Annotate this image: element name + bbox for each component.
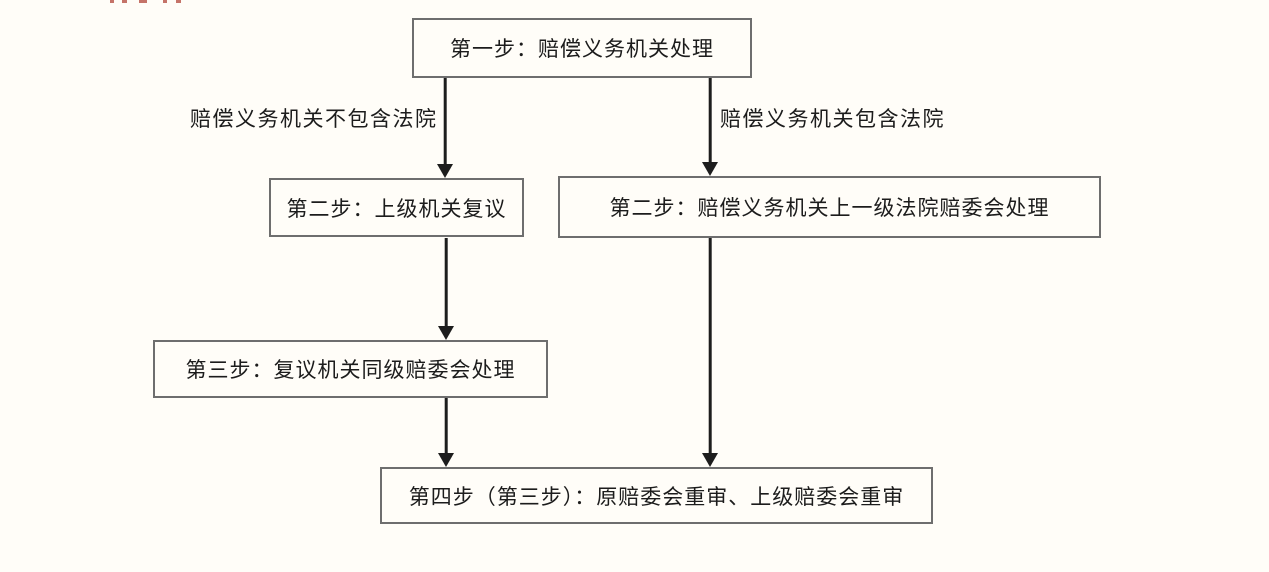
arrow-step3-to-step4 xyxy=(438,398,454,467)
arrow-head-down-icon xyxy=(437,164,453,178)
arrow-step1-to-step2-left xyxy=(437,78,453,178)
clipped-red-text-artifact xyxy=(176,0,181,3)
flow-node-step4-retrial: 第四步（第三步）：原赔委会重审、上级赔委会重审 xyxy=(380,467,933,524)
arrow-shaft xyxy=(444,398,448,455)
arrow-step2-left-to-step3 xyxy=(438,238,454,340)
arrow-head-down-icon xyxy=(438,453,454,467)
clipped-red-text-artifact xyxy=(163,0,167,3)
flow-node-step2-review-by-superior: 第二步：上级机关复议 xyxy=(269,178,524,237)
flow-node-step2-higher-court-committee: 第二步：赔偿义务机关上一级法院赔委会处理 xyxy=(558,176,1101,238)
arrow-shaft xyxy=(444,238,448,328)
arrow-shaft xyxy=(708,238,712,455)
arrow-shaft xyxy=(708,78,712,164)
branch-label-including-court: 赔偿义务机关包含法院 xyxy=(720,107,945,131)
flow-node-step3-same-level-committee: 第三步：复议机关同级赔委会处理 xyxy=(153,340,548,398)
arrow-head-down-icon xyxy=(702,453,718,467)
arrow-shaft xyxy=(443,78,447,166)
flow-node-step1: 第一步：赔偿义务机关处理 xyxy=(412,18,752,78)
clipped-red-text-artifact xyxy=(139,0,147,3)
arrow-step2-right-to-step4 xyxy=(702,238,718,467)
branch-label-not-including-court: 赔偿义务机关不包含法院 xyxy=(190,107,438,131)
arrow-head-down-icon xyxy=(438,326,454,340)
clipped-red-text-artifact xyxy=(110,0,114,3)
arrow-step1-to-step2-right xyxy=(702,78,718,176)
clipped-red-text-artifact xyxy=(122,0,127,3)
arrow-head-down-icon xyxy=(702,162,718,176)
